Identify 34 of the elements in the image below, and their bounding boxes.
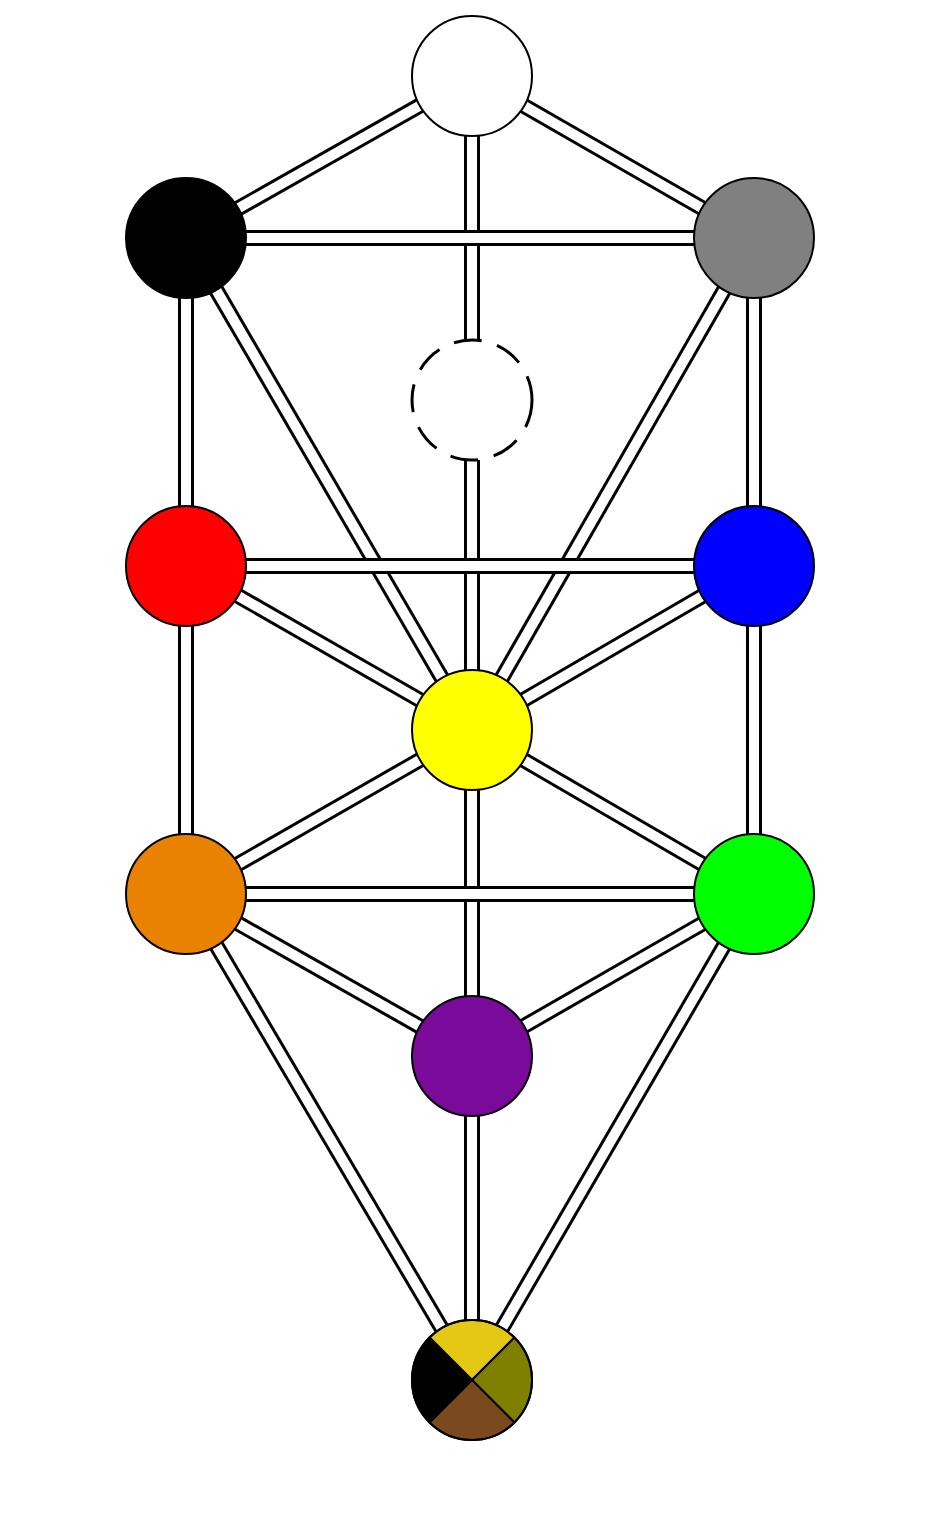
double-line-connector xyxy=(520,98,706,216)
circle-node xyxy=(125,177,247,299)
double-line-connector xyxy=(464,460,480,670)
double-line-connector xyxy=(178,298,194,506)
circle-node xyxy=(693,505,815,627)
dashed-circle xyxy=(410,338,534,462)
circle-node xyxy=(411,15,533,137)
double-line-connector xyxy=(246,230,694,246)
quartered-circle xyxy=(411,1319,533,1441)
double-line-connector xyxy=(234,98,424,216)
double-line-connector xyxy=(519,753,707,871)
double-line-connector xyxy=(234,588,424,708)
double-line-connector xyxy=(520,916,706,1034)
circle-node xyxy=(411,669,533,791)
circle-node xyxy=(693,833,815,955)
double-line-connector xyxy=(746,626,762,834)
double-line-connector xyxy=(209,941,449,1333)
double-line-connector xyxy=(746,298,762,506)
circle-node xyxy=(411,995,533,1117)
double-line-connector xyxy=(519,589,707,707)
double-line-connector xyxy=(464,1116,480,1320)
circle-node xyxy=(693,177,815,299)
double-line-connector xyxy=(464,136,480,340)
double-line-connector xyxy=(494,286,732,682)
double-line-connector xyxy=(178,626,194,834)
double-line-connector xyxy=(246,558,694,574)
double-line-connector xyxy=(234,752,424,872)
circle-node xyxy=(125,833,247,955)
double-line-connector xyxy=(234,916,424,1034)
double-line-connector xyxy=(209,285,449,683)
double-line-connector xyxy=(495,941,731,1333)
double-line-connector xyxy=(246,886,694,902)
circle-node xyxy=(125,505,247,627)
double-line-connector xyxy=(464,790,480,996)
